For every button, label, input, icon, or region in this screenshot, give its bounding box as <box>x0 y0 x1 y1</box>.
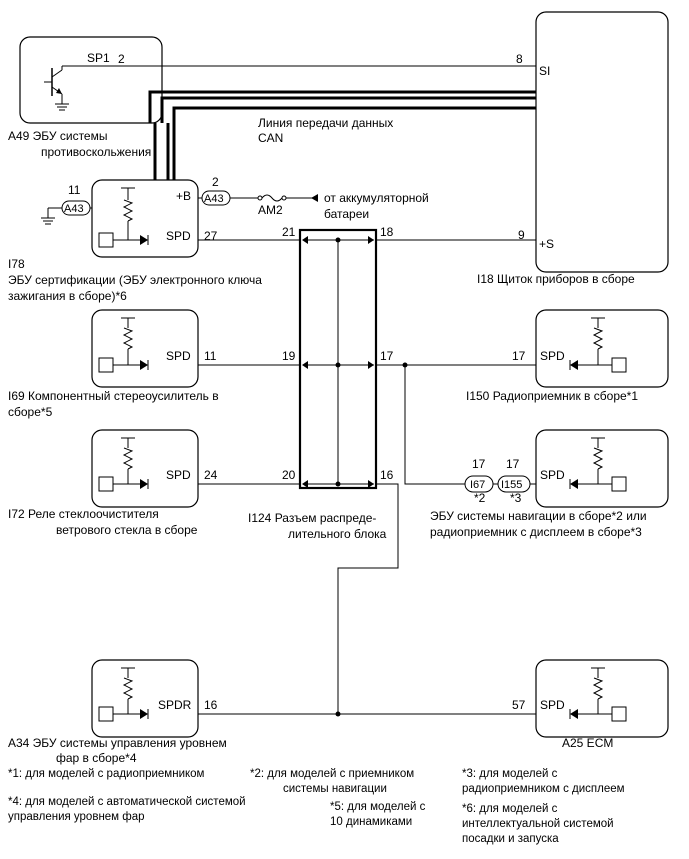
i18-s-pin: 9 <box>518 228 525 242</box>
i124-pin-21: 21 <box>282 225 296 239</box>
fuse-label: AM2 <box>258 203 283 217</box>
i18-s-label: +S <box>539 237 554 251</box>
i124-label: I124 Разъем распреде- <box>248 511 376 525</box>
i72-label-2: ветрового стекла в сборе <box>56 523 198 537</box>
i78-b-label: +B <box>176 189 191 203</box>
i124-label-2: лительного блока <box>288 527 387 541</box>
note-4-b: управления уровнем фар <box>8 811 145 823</box>
i18-combination-meter: 8 SI 9 +S I18 Щиток приборов в сборе <box>477 11 669 286</box>
can-line-label: Линия передачи данных <box>258 116 393 130</box>
i78-pin: 27 <box>204 229 218 243</box>
note-1: *1: для моделей с радиоприемником <box>8 768 205 780</box>
nav-label: ЭБУ системы навигации в сборе*2 или <box>430 509 647 523</box>
i124-pin-16: 16 <box>380 468 394 482</box>
note-5: *5: для моделей с <box>330 801 426 813</box>
i124-junction-connector: 21 18 19 17 20 16 I124 Разъем распреде- … <box>248 225 394 541</box>
note-3: *3: для моделей с <box>462 768 558 780</box>
a25-pin: 57 <box>512 698 526 712</box>
i150-radio-receiver: SPD 17 I150 Радиоприемник в сборе*1 <box>466 309 669 403</box>
i69-label: I69 Компонентный стереоусилитель в <box>8 389 219 403</box>
i18-label: I18 Щиток приборов в сборе <box>477 272 635 286</box>
i72-spd-label: SPD <box>166 468 191 482</box>
a34-label-2: фар в сборе*4 <box>56 751 137 765</box>
bottom-junction <box>335 711 341 717</box>
ground-conn-label: A43 <box>64 203 84 215</box>
a49-label-2: противоскольжения <box>41 145 151 159</box>
i72-label: I72 Реле стеклоочистителя <box>8 507 159 521</box>
i124-pin-17: 17 <box>380 349 394 363</box>
i124-pin-20: 20 <box>282 468 296 482</box>
ground-pin: 11 <box>68 183 81 197</box>
i78-label-2: зажигания в сборе)*6 <box>8 289 127 303</box>
can-bus-lines <box>148 90 536 180</box>
i72-pin: 24 <box>204 468 218 482</box>
i155-conn-label: I155 <box>501 479 522 491</box>
nav-connectors: 17 I67 *2 17 I155 *3 <box>464 457 531 505</box>
a49-pin-name: SP1 <box>87 51 110 65</box>
note-6-c: посадки и запуска <box>462 833 559 845</box>
note-6-b: интеллектуальной системой <box>462 818 614 830</box>
i150-spd-label: SPD <box>540 349 565 363</box>
i18-si-pin: 8 <box>516 52 523 66</box>
i124-pin-19: 19 <box>282 349 296 363</box>
a25-spd-label: SPD <box>540 698 565 712</box>
note-6: *6: для моделей с <box>462 803 558 815</box>
b-pin: 2 <box>212 175 219 189</box>
i67-note: *2 <box>474 491 486 505</box>
i69-stereo-amplifier: SPD 11 I69 Компонентный стереоусилитель … <box>8 309 219 419</box>
a49-skid-control-ecu: SP1 2 A49 ЭБУ системы противоскольжения <box>8 36 163 159</box>
i67-pin: 17 <box>472 457 486 471</box>
a49-label: A49 ЭБУ системы <box>8 129 107 143</box>
i69-label-2: сборе*5 <box>8 405 53 419</box>
nav-label-2: радиоприемник с дисплеем в сборе*3 <box>430 525 642 539</box>
battery-label: от аккумуляторной <box>324 191 429 205</box>
i67-conn-label: I67 <box>470 479 485 491</box>
i69-pin: 11 <box>204 349 217 363</box>
b-conn-label: A43 <box>204 193 224 205</box>
a34-headlight-leveling-ecu: SPDR 16 A34 ЭБУ системы управления уровн… <box>8 659 227 765</box>
i18-si-label: SI <box>539 64 550 78</box>
i78-spd-label: SPD <box>166 229 191 243</box>
note-5-b: 10 динамиками <box>330 816 412 828</box>
i155-note: *3 <box>510 491 522 505</box>
battery-label-2: батареи <box>324 207 369 221</box>
note-2: *2: для моделей с приемником <box>250 768 414 780</box>
nav-spd-wire <box>404 365 465 485</box>
can-line-label-2: CAN <box>258 131 283 145</box>
ground-connector-a43: 11 A43 <box>41 183 92 225</box>
power-supply-circuit: 2 A43 AM2 от аккумуляторной батареи <box>198 175 429 221</box>
i78-label: ЭБУ сертификации (ЭБУ электронного ключа <box>8 273 262 287</box>
nav-spd-label: SPD <box>540 468 565 482</box>
i150-pin: 17 <box>512 349 526 363</box>
note-3-b: радиоприемником с дисплеем <box>462 783 625 795</box>
a49-pin-number: 2 <box>118 52 125 66</box>
note-4: *4: для моделей с автоматической системо… <box>8 796 246 808</box>
i78-code: I78 <box>8 257 25 271</box>
navigation-ecu: SPD ЭБУ системы навигации в сборе*2 или … <box>430 429 669 539</box>
i72-wiper-relay: SPD 24 I72 Реле стеклоочистителя ветрово… <box>8 429 218 537</box>
a34-pin: 16 <box>204 698 218 712</box>
note-2-b: системы навигации <box>283 783 387 795</box>
a25-ecm: SPD 57 A25 ECM <box>512 659 669 750</box>
i69-spd-label: SPD <box>166 349 191 363</box>
a34-label: A34 ЭБУ системы управления уровнем <box>8 736 227 750</box>
a25-label: A25 ECM <box>562 736 613 750</box>
i124-16-down-wire <box>337 483 399 714</box>
footnotes: *1: для моделей с радиоприемником *2: дл… <box>8 768 625 845</box>
i150-label: I150 Радиоприемник в сборе*1 <box>466 389 638 403</box>
i124-pin-18: 18 <box>380 225 394 239</box>
i78-certification-ecu: SPD +B 27 I78 ЭБУ сертификации (ЭБУ элек… <box>8 179 262 303</box>
i155-pin: 17 <box>506 457 520 471</box>
a34-spd-label: SPDR <box>158 698 192 712</box>
